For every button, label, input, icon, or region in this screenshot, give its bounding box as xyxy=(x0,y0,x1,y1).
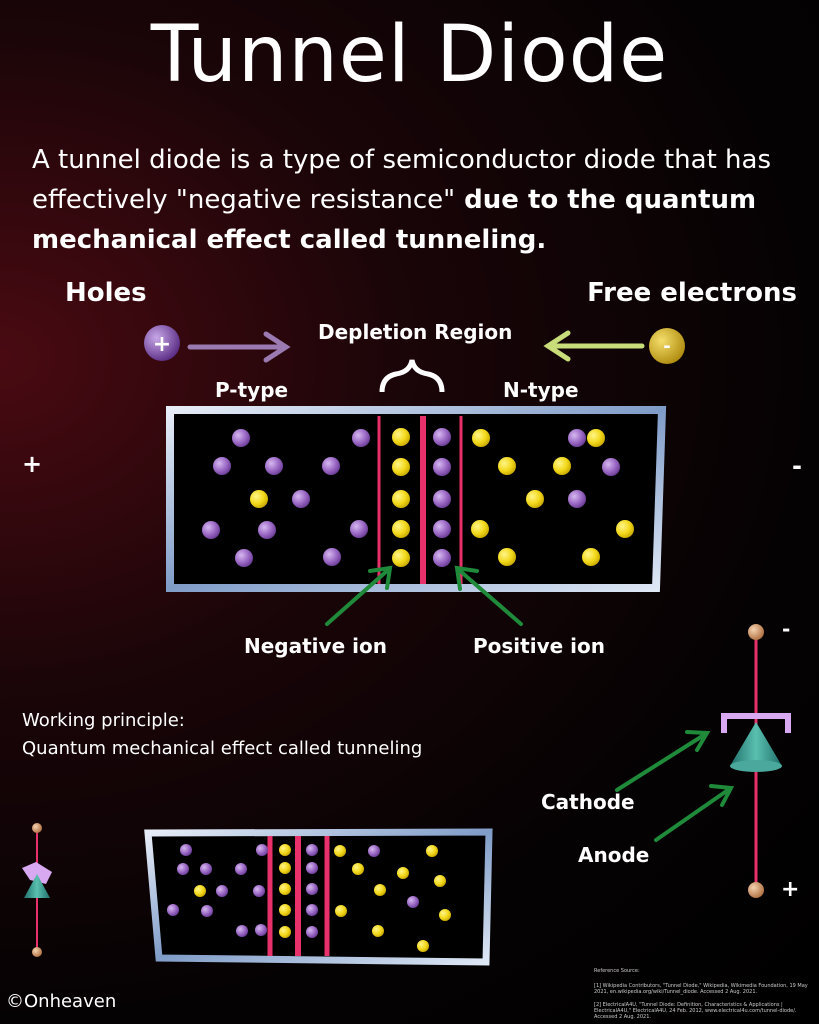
p-type-label: P-type xyxy=(215,378,289,402)
symbol-plus-label: + xyxy=(781,877,800,902)
depletion-brace xyxy=(379,359,445,393)
free-electrons-label: Free electrons xyxy=(587,278,797,308)
main-diode xyxy=(38,406,792,592)
svg-text:-: - xyxy=(663,336,670,357)
depletion-region-label: Depletion Region xyxy=(318,320,513,344)
copyright-credit: ©Onheaven xyxy=(6,991,117,1012)
reference-2: [2] ElectricalA4U, "Tunnel Diode: Defini… xyxy=(594,1002,797,1020)
ion-pointer-arrows xyxy=(325,565,523,626)
n-type-label: N-type xyxy=(503,378,579,402)
page-title: Tunnel Diode xyxy=(150,10,669,100)
tunnel-diode-symbol xyxy=(721,624,791,898)
main-minus-terminal-label: - xyxy=(792,452,802,480)
cathode-label: Cathode xyxy=(541,790,635,814)
reference-1: [1] Wikipedia Contributors, "Tunnel Diod… xyxy=(594,983,808,995)
positive-ion-label: Positive ion xyxy=(473,634,605,658)
svg-text:+: + xyxy=(153,332,171,357)
small-diode-symbol xyxy=(22,823,52,957)
main-plus-terminal-label: + xyxy=(22,450,43,478)
bottom-diode xyxy=(84,828,590,966)
hole-direction-arrow xyxy=(187,331,291,363)
electron-legend-icon: - xyxy=(649,328,685,364)
working-principle-text: Quantum mechanical effect called tunneli… xyxy=(22,738,423,759)
holes-label: Holes xyxy=(65,278,147,308)
anode-label: Anode xyxy=(578,843,650,867)
negative-ion-label: Negative ion xyxy=(244,634,387,658)
working-principle-heading: Working principle: xyxy=(22,710,185,731)
intro-paragraph: A tunnel diode is a type of semiconducto… xyxy=(32,140,802,260)
reference-heading: Reference Source: xyxy=(594,968,640,974)
cathode-anode-arrows xyxy=(615,730,735,842)
intro-text-part2: due to the quantum mechanical effect cal… xyxy=(32,185,757,255)
hole-legend-icon: + xyxy=(144,325,180,361)
electron-direction-arrow xyxy=(543,330,645,362)
intro-text-part1: A tunnel diode is a type of semiconducto… xyxy=(32,145,771,215)
symbol-minus-label: - xyxy=(782,617,791,641)
